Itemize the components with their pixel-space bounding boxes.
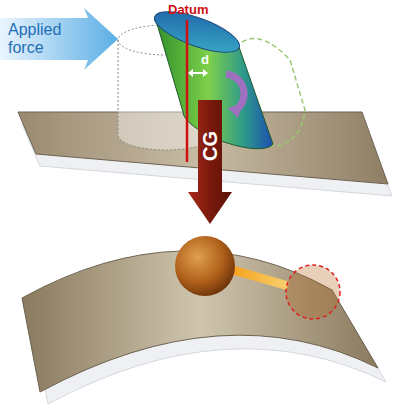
gravity-arrow: CG bbox=[188, 100, 232, 224]
force-label: Applied force bbox=[8, 21, 80, 57]
distance-label: d bbox=[201, 52, 209, 67]
arrow-shape bbox=[188, 100, 232, 224]
cg-label: CG bbox=[199, 131, 221, 161]
force-arrow: Applied force bbox=[0, 8, 120, 70]
datum-label: Datum bbox=[168, 2, 208, 17]
